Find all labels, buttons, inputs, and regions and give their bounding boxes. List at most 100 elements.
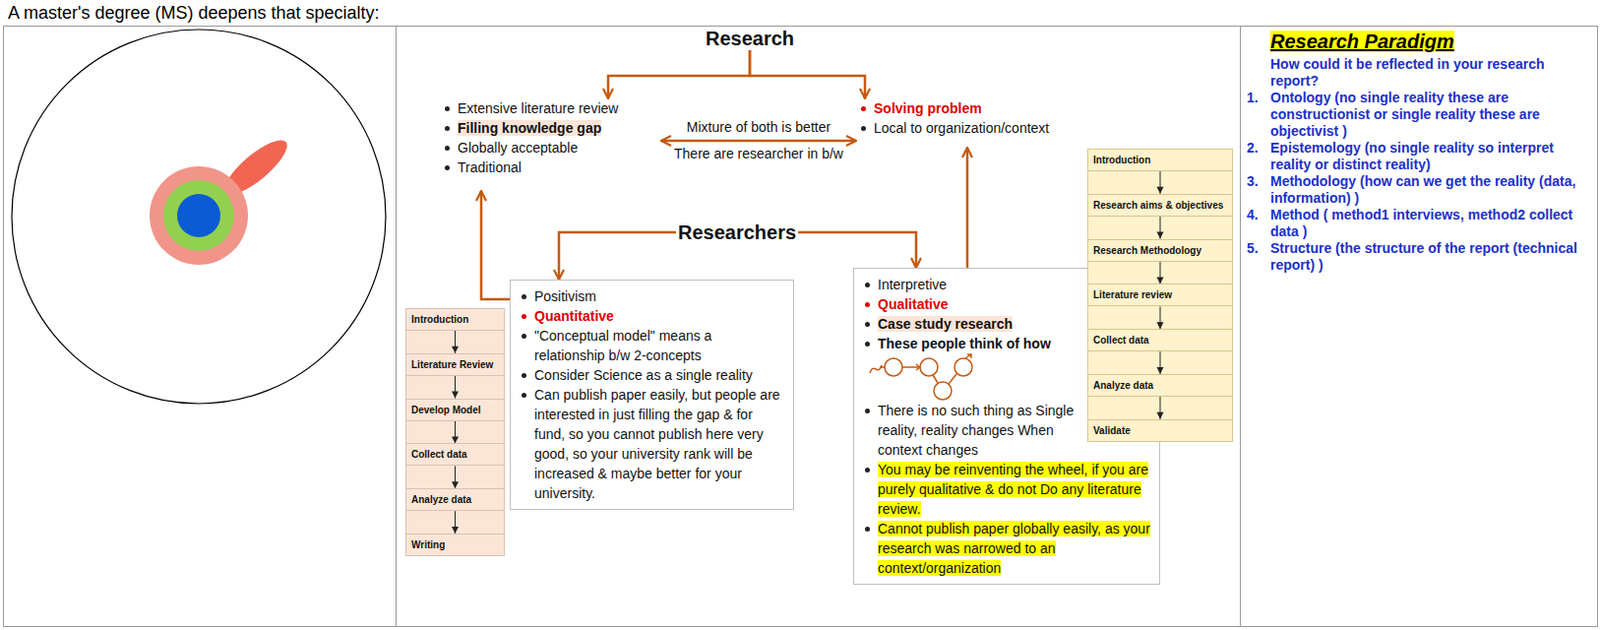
text: Positivism [534,288,597,305]
bullet-item: Interpretive [861,274,1097,295]
text: Solving problem [873,100,983,117]
process-step: Analyze data [1087,373,1233,397]
process-step: Collect data [1087,328,1233,352]
bullet-item: Positivism [518,286,786,307]
process-step: Analyze data [405,488,505,511]
connector-arrow [1160,261,1162,285]
numbered-item: 4.Method ( method1 interviews, method2 c… [1246,206,1590,241]
section-heading: Researchers [676,220,799,245]
text: Analyze data [411,493,472,505]
text: Collect data [411,448,468,460]
item-text: Method ( method1 interviews, method2 col… [1270,206,1590,241]
connector-arrow [798,232,917,268]
connector-arrow [454,375,456,399]
bullet-item: Consider Science as a single reality [518,365,786,385]
numbered-item: 1.Ontology (no single reality these are … [1246,89,1590,140]
item-text: Methodology (how can we get the reality … [1270,173,1590,207]
text: Introduction [411,313,469,325]
text: Qualitative [877,296,949,312]
text: Researchers [677,221,797,244]
process-step: Research aims & objectives [1087,193,1233,217]
connector-arrow [1160,216,1162,240]
table-border [3,26,1241,627]
text: Validate [1093,425,1131,436]
text: "Conceptual model" means a relationship … [534,327,712,364]
sketch-line [869,365,882,373]
sketch-arrowhead [965,354,972,359]
text: Interpretive [877,276,947,293]
text: Quantitative [534,307,615,324]
connector-arrow [1160,396,1162,420]
bullet-item: Solving problem [858,98,1101,119]
connector-arrow [1160,306,1162,329]
connector-arrow [608,50,750,99]
bullet-item: There is no such thing as Single reality… [861,400,1097,460]
text: Literature Review [411,359,493,370]
page-title: A master's degree (MS) deepens that spec… [7,1,380,24]
bullet-item: Local to organization/context [858,118,1101,138]
panel-title: Research Paradigm [1270,30,1455,53]
text: Case study research [877,315,1013,332]
text: Develop Model [411,404,482,416]
connector-arrow [661,139,857,143]
knowledge-circle [11,29,386,404]
process-step: Research Methodology [1087,239,1233,262]
masters-ring [149,166,248,265]
text: Local to organization/context [873,120,1049,136]
text: You may be reinventing the wheel, if you… [877,461,1149,517]
text: Literature review [1093,289,1172,301]
bachelors-ring [163,180,235,251]
bullet-item: These people think of how [861,333,1097,354]
edge-label: Mixture of both is better [684,119,833,136]
numbered-item: 5.Structure (the structure of the report… [1246,240,1590,274]
text: These people think of how [877,335,1051,352]
sketch-circle [954,358,973,376]
bullet-list: Solving problemLocal to organization/con… [856,98,1103,148]
thinking-sketch [867,353,979,401]
bullet-item: Cannot publish paper globally easily, as… [861,518,1152,578]
bullet-item: Filling knowledge gap [441,118,660,138]
numbered-item: 2.Epistemology (no single reality so int… [1246,139,1590,174]
school-core [177,193,221,238]
bullet-item: Quantitative [518,306,786,326]
text: Research aims & objectives [1093,199,1224,211]
text: There is no such thing as Single reality… [877,402,1074,458]
connector-arrow [454,421,456,444]
connector-arrow [481,190,510,300]
process-step: Collect data [405,442,505,466]
text: Research Methodology [1093,245,1202,256]
item-number: 2. [1246,139,1271,174]
text: Extensive literature review [457,100,618,117]
bullet-item: Globally acceptable [441,137,660,158]
connector-arrow [454,465,456,489]
bullet-list: Extensive literature reviewFilling knowl… [439,98,662,191]
item-text: Epistemology (no single reality so inter… [1270,139,1590,174]
connector-arrow [454,330,456,354]
sketch-circle [920,358,938,376]
process-step: Writing [405,533,505,556]
text: Can publish paper easily, but people are… [534,386,781,501]
section-heading: Research [703,26,797,51]
bullet-item: You may be reinventing the wheel, if you… [861,459,1152,519]
bullet-item: Case study research [861,313,1097,334]
text: Collect data [1093,334,1150,346]
note-label: There are researcher in b/w [672,145,846,163]
bullet-item: Can publish paper easily, but people are… [518,384,786,503]
paradigm-panel: Research ParadigmHow could it be reflect… [1239,25,1599,627]
process-step: Introduction [1087,148,1233,172]
connector-arrow [454,510,456,534]
text: Writing [411,539,445,551]
item-number: 3. [1246,173,1271,207]
sketch-line [932,374,938,383]
connector-arrow [1160,171,1162,194]
connector-arrow [558,232,677,280]
bullet-item: Traditional [441,157,660,178]
text: Introduction [1093,154,1151,166]
sketch-line [902,366,921,369]
text: Consider Science as a single reality [534,367,753,383]
connector-arrow [749,50,865,99]
item-text: Structure (the structure of the report (… [1270,240,1590,274]
panel-question: How could it be reflected in your resear… [1270,56,1590,90]
text: Research [705,27,795,50]
table-divider [395,26,397,627]
